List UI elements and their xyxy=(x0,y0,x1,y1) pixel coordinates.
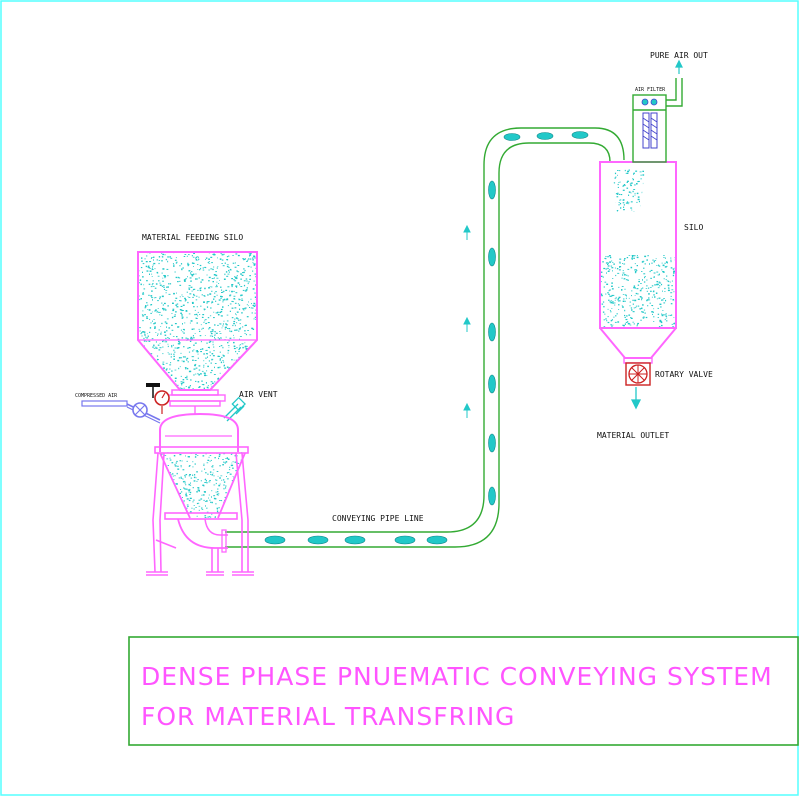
conveying-pipe xyxy=(225,127,625,548)
rotary-valve-icon xyxy=(625,362,651,386)
compressed-air-line xyxy=(81,400,161,424)
material-outlet-arrow xyxy=(630,387,642,410)
material-speckle xyxy=(600,255,676,328)
air-filter xyxy=(632,78,683,163)
title-line-1: DENSE PHASE PNUEMATIC CONVEYING SYSTEM xyxy=(141,662,773,691)
title-block xyxy=(128,636,799,746)
label-pure-air-out: PURE AIR OUT xyxy=(650,51,708,60)
label-silo: SILO xyxy=(684,223,703,232)
receiving-silo xyxy=(599,161,677,364)
flow-arrow-icon xyxy=(463,224,471,418)
label-compressed-air: COMPRESSED AIR xyxy=(75,393,118,399)
pressure-gauge-icon xyxy=(154,390,170,414)
title-line-2: FOR MATERIAL TRANSFRING xyxy=(141,702,515,731)
label-air-filter: AIR FILTER xyxy=(635,87,666,93)
label-air-vent: AIR VENT xyxy=(239,390,278,399)
vessel-support-legs xyxy=(146,452,254,576)
label-rotary-valve: ROTARY VALVE xyxy=(655,370,713,379)
label-material-feeding-silo: MATERIAL FEEDING SILO xyxy=(142,233,243,242)
label-material-outlet: MATERIAL OUTLET xyxy=(597,431,669,440)
material-feeding-silo xyxy=(137,251,258,396)
pure-air-out-arrow xyxy=(675,59,683,74)
inlet-valve xyxy=(164,394,226,414)
valve-handle-icon xyxy=(146,383,160,398)
label-conveying-pipe-line: CONVEYING PIPE LINE xyxy=(332,514,424,523)
pipe-material-plugs xyxy=(264,131,589,545)
